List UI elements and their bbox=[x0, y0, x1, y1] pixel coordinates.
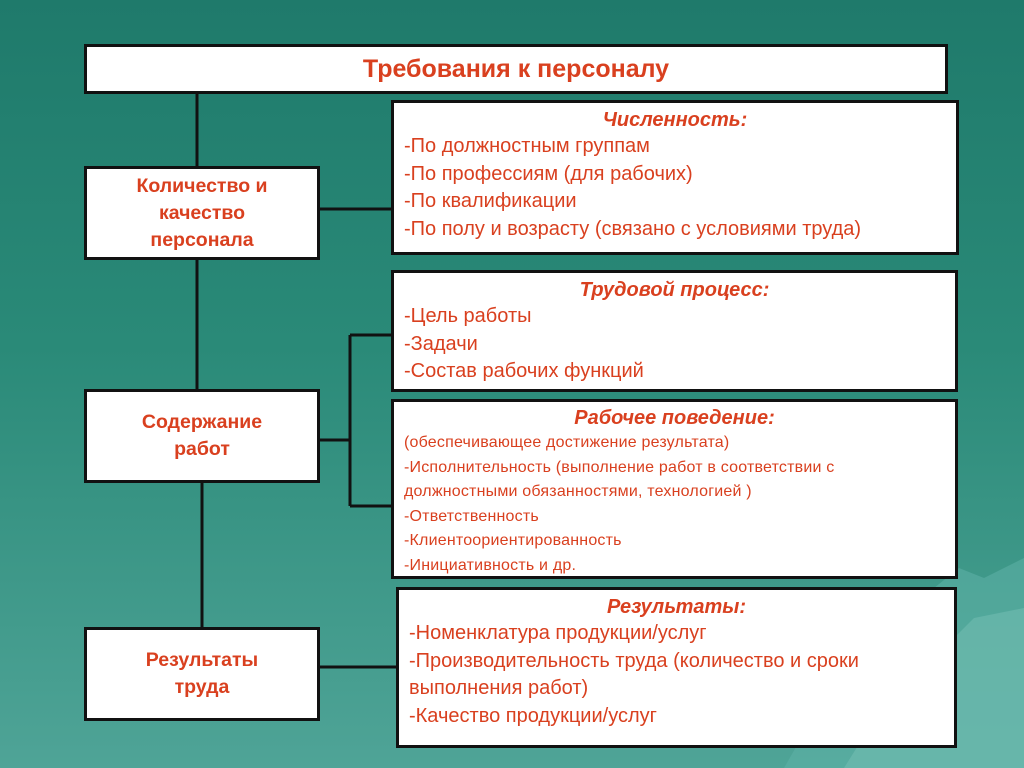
page-title: Требования к персоналу bbox=[362, 54, 670, 83]
detail-heading: Трудовой процесс: bbox=[579, 279, 770, 301]
category-box-work-results: Результаты труда bbox=[84, 627, 320, 721]
detail-box-labor-process: Трудовой процесс: -Цель работы -Задачи -… bbox=[391, 270, 958, 392]
detail-line: -Состав рабочих функций bbox=[404, 360, 644, 382]
detail-line: (обеспечивающее достижение результата) bbox=[404, 434, 730, 451]
detail-line: -Ответственность bbox=[404, 507, 539, 525]
detail-line: -Задачи bbox=[404, 332, 478, 355]
category-label: Содержание работ bbox=[141, 411, 263, 460]
detail-line: -Инициативность и др. bbox=[404, 556, 577, 574]
detail-line: -Клиентоориентированность bbox=[404, 532, 622, 549]
category-box-staff: Количество и качество персонала bbox=[84, 166, 320, 260]
detail-line: -По профессиям (для рабочих) bbox=[404, 162, 693, 185]
detail-line: -Производительность труда (количество и … bbox=[409, 649, 859, 672]
detail-heading: Рабочее поведение: bbox=[574, 407, 775, 429]
detail-box-results: Результаты: -Номенклатура продукции/услу… bbox=[396, 587, 957, 748]
detail-line: -Исполнительность (выполнение работ в со… bbox=[404, 458, 835, 476]
detail-box-headcount: Численность: -По должностным группам -По… bbox=[391, 100, 959, 255]
category-box-work-content: Содержание работ bbox=[84, 389, 320, 483]
detail-box-work-behavior: Рабочее поведение: (обеспечивающее дости… bbox=[391, 399, 958, 579]
detail-line: -Цель работы bbox=[404, 305, 532, 327]
detail-line: -По квалификации bbox=[404, 190, 577, 212]
detail-line: -Номенклатура продукции/услуг bbox=[409, 622, 707, 644]
detail-line: -По должностным группам bbox=[404, 135, 650, 157]
detail-heading: Результаты: bbox=[606, 596, 746, 618]
title-box: Требования к персоналу bbox=[84, 44, 948, 94]
category-label: Количество и качество персонала bbox=[136, 174, 268, 251]
detail-line: должностными обязанностями, технологией … bbox=[404, 483, 752, 500]
detail-line: выполнения работ) bbox=[409, 677, 589, 699]
category-label: Результаты труда bbox=[145, 649, 259, 698]
detail-heading: Численность: bbox=[602, 109, 748, 131]
detail-line: -По полу и возрасту (связано с условиями… bbox=[404, 217, 862, 240]
detail-line: -Качество продукции/услуг bbox=[409, 704, 657, 727]
